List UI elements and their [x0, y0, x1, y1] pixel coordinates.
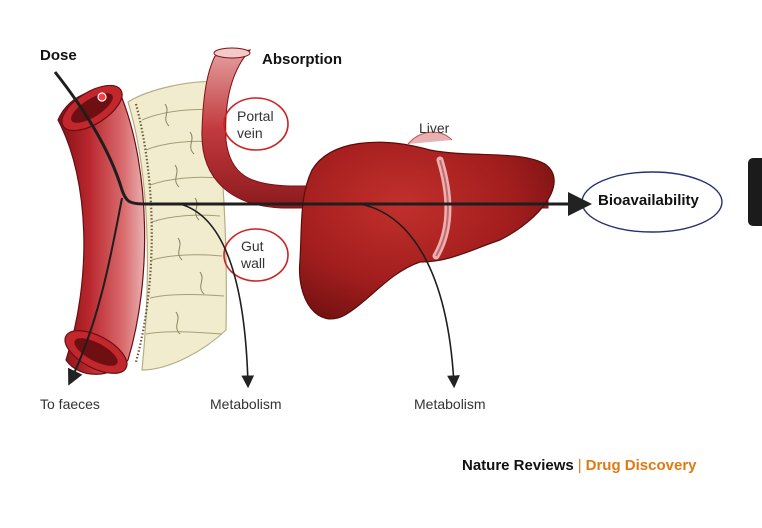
- liver-metabolism-arrow: [359, 203, 460, 389]
- portal-vein-label-line2: vein: [237, 125, 263, 141]
- portal-vein-annotation: [223, 97, 289, 151]
- dose-label: Dose: [40, 47, 77, 64]
- gut-wall-label: Gut wall: [241, 238, 265, 272]
- dose-path-arrow: [53, 71, 592, 216]
- gut-wall-label-line2: wall: [241, 255, 266, 271]
- to-faeces-label: To faeces: [40, 396, 100, 412]
- absorption-label: Absorption: [262, 51, 342, 68]
- source-credit: Nature Reviews|Drug Discovery: [462, 457, 697, 474]
- liver-label: Liver: [419, 120, 450, 136]
- portal-vein-label: Portal vein: [237, 108, 274, 142]
- gut-villi: [127, 81, 227, 371]
- credit-subtitle: Drug Discovery: [585, 457, 697, 474]
- flow-arrows: [53, 71, 592, 389]
- gut-metabolism-arrow: [179, 203, 255, 389]
- metabolism-liver-label: Metabolism: [414, 396, 486, 412]
- dose-marker: [97, 92, 107, 102]
- faeces-arrow: [68, 197, 123, 386]
- metabolism-gut-label: Metabolism: [210, 396, 282, 412]
- liver: [298, 131, 555, 320]
- portal-vein-label-line1: Portal: [237, 108, 274, 124]
- bioavailability-label: Bioavailability: [598, 192, 699, 209]
- gut-wall-annotation: [223, 228, 289, 282]
- credit-separator: |: [577, 457, 582, 474]
- gut-wall-label-line1: Gut: [241, 238, 264, 254]
- credit-journal: Nature Reviews: [462, 457, 574, 474]
- side-panel-handle[interactable]: [748, 158, 762, 226]
